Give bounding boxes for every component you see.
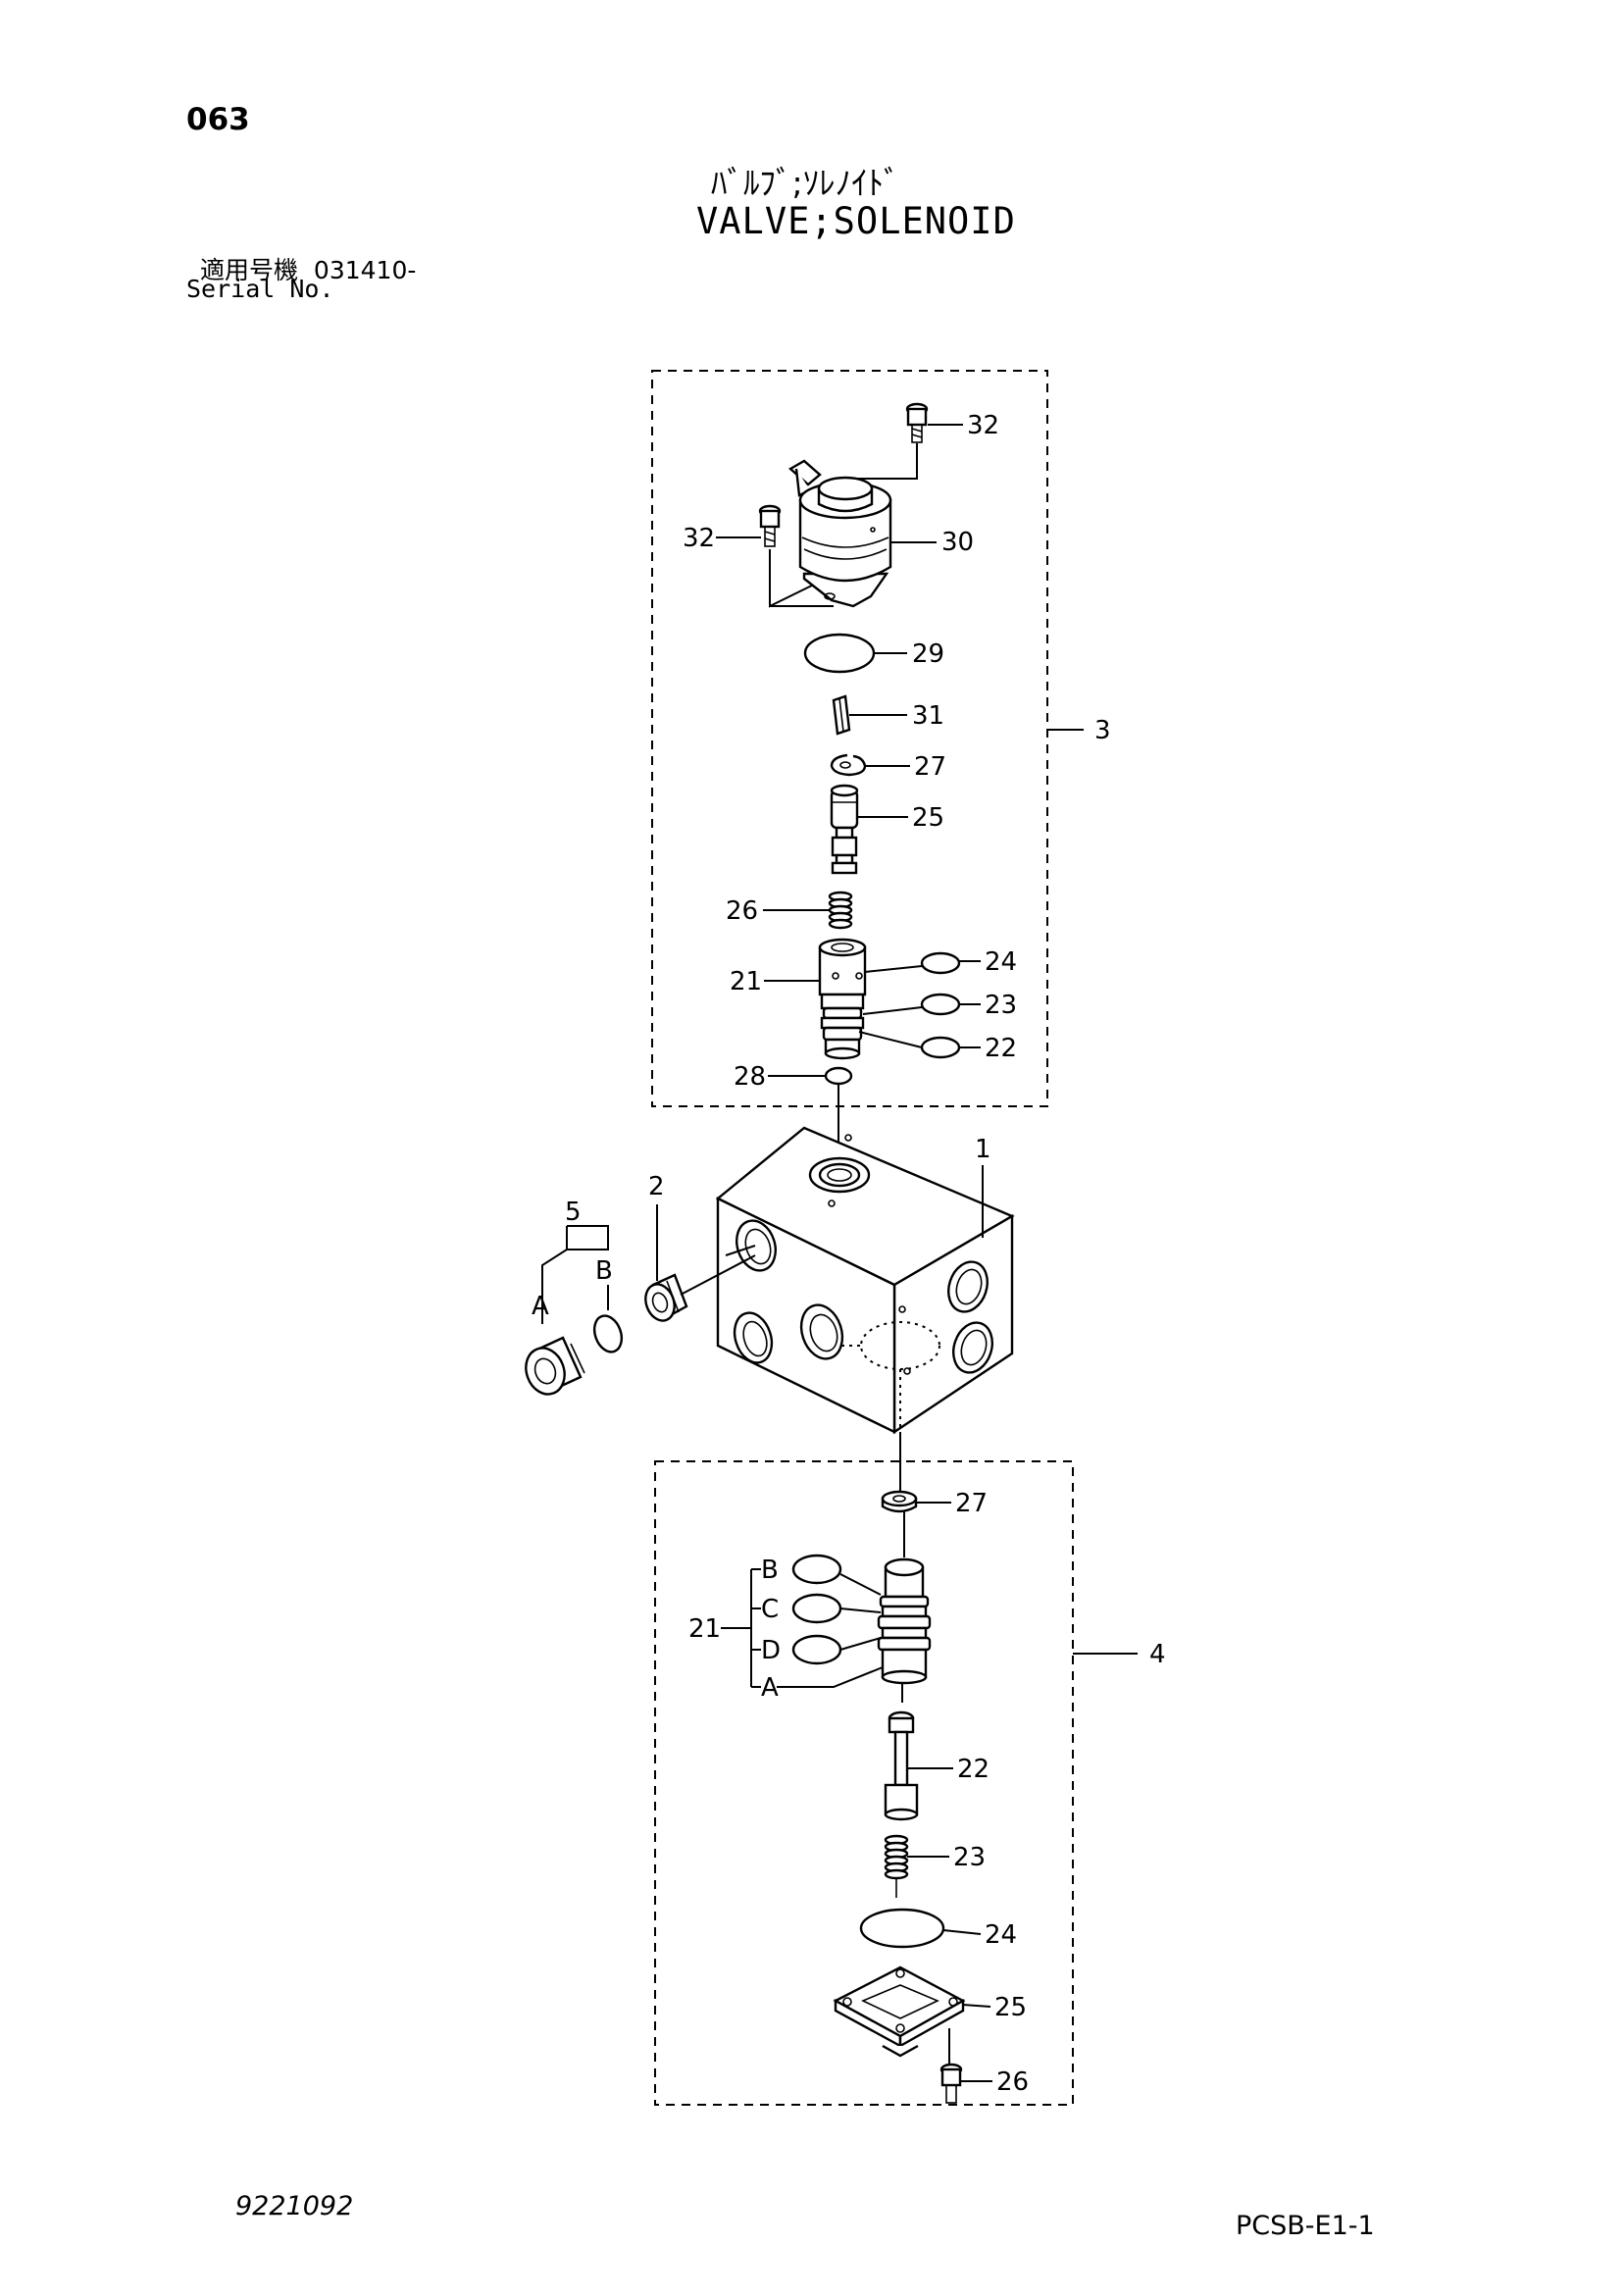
cover-25-lower [833,1965,966,2058]
diaphragm-24-lower [859,1908,945,1949]
bolt-26-lower [939,2063,963,2104]
callout-26-lower: 26 [996,2067,1029,2097]
callout-21-lower: 21 [688,1614,721,1644]
callout-31: 31 [912,701,944,731]
callout-21-c: C [761,1595,779,1624]
bolt-32-top [905,402,929,443]
callout-29: 29 [912,639,944,669]
bolt-32-left [758,504,782,547]
callout-22-lower: 22 [957,1755,990,1784]
callout-21-a: A [761,1673,779,1703]
callout-5: 5 [565,1198,582,1227]
callout-5-a: A [532,1292,549,1321]
spool-25-upper [830,784,859,875]
title-english: VALVE;SOLENOID [696,200,1016,242]
title-japanese: ﾊﾞﾙﾌﾞ;ｿﾚﾉｲﾄﾞ [711,164,900,202]
callout-32-left: 32 [683,524,715,553]
o-ring-23-upper [920,993,961,1016]
o-ring-28 [824,1066,853,1086]
spring-26-upper [828,891,853,930]
callout-21-b: B [761,1556,779,1585]
o-ring-24-upper [920,951,961,975]
serial-label-en: Serial No. [186,275,334,303]
callout-3: 3 [1094,716,1111,745]
o-ring-21b [791,1554,842,1585]
serial-label-jp: 適用号機 [200,256,299,284]
page-number: 063 [186,102,250,137]
pin-31 [832,694,851,736]
callout-23-upper: 23 [985,991,1017,1020]
plug-5a [525,1336,585,1396]
callout-1: 1 [975,1135,991,1164]
washer-27-lower [881,1490,918,1513]
o-ring-29 [803,633,876,674]
group-4-outline [654,1460,1074,2106]
serial-value: 031410- [313,256,417,284]
sleeve-21-lower [877,1557,932,1685]
callout-25-upper: 25 [912,803,944,833]
spring-23-lower [884,1834,909,1898]
callout-4: 4 [1149,1640,1166,1669]
callout-24-lower: 24 [985,1920,1017,1950]
sleeve-21-upper [818,938,867,1060]
plug-2 [644,1273,688,1322]
callout-25-lower: 25 [994,1993,1027,2022]
callout-22-upper: 22 [985,1034,1017,1063]
poppet-22-lower [884,1710,919,1821]
callout-21-upper: 21 [730,967,762,996]
callout-5-b: B [595,1256,613,1286]
o-ring-21c [791,1593,842,1624]
valve-body-1 [715,1126,1015,1435]
o-ring-22-upper [920,1036,961,1059]
reference-code: PCSB-E1-1 [1236,2211,1375,2241]
serial-row: 適用号機 031410- [200,251,416,286]
callout-24-upper: 24 [985,947,1017,977]
callout-27-lower: 27 [955,1489,988,1518]
o-ring-21d [791,1634,842,1665]
snap-ring-27-upper [830,753,867,777]
document-number: 9221092 [235,2191,354,2221]
callout-2: 2 [648,1172,665,1201]
callout-21-d: D [761,1636,781,1665]
callout-28: 28 [734,1062,766,1092]
callout-26-upper: 26 [726,896,758,926]
o-ring-5b [592,1314,624,1353]
solenoid-coil-30 [787,459,892,608]
callout-27-upper: 27 [914,752,946,782]
callout-32-top: 32 [967,411,999,440]
callout-30: 30 [941,528,974,557]
callout-23-lower: 23 [953,1843,986,1872]
